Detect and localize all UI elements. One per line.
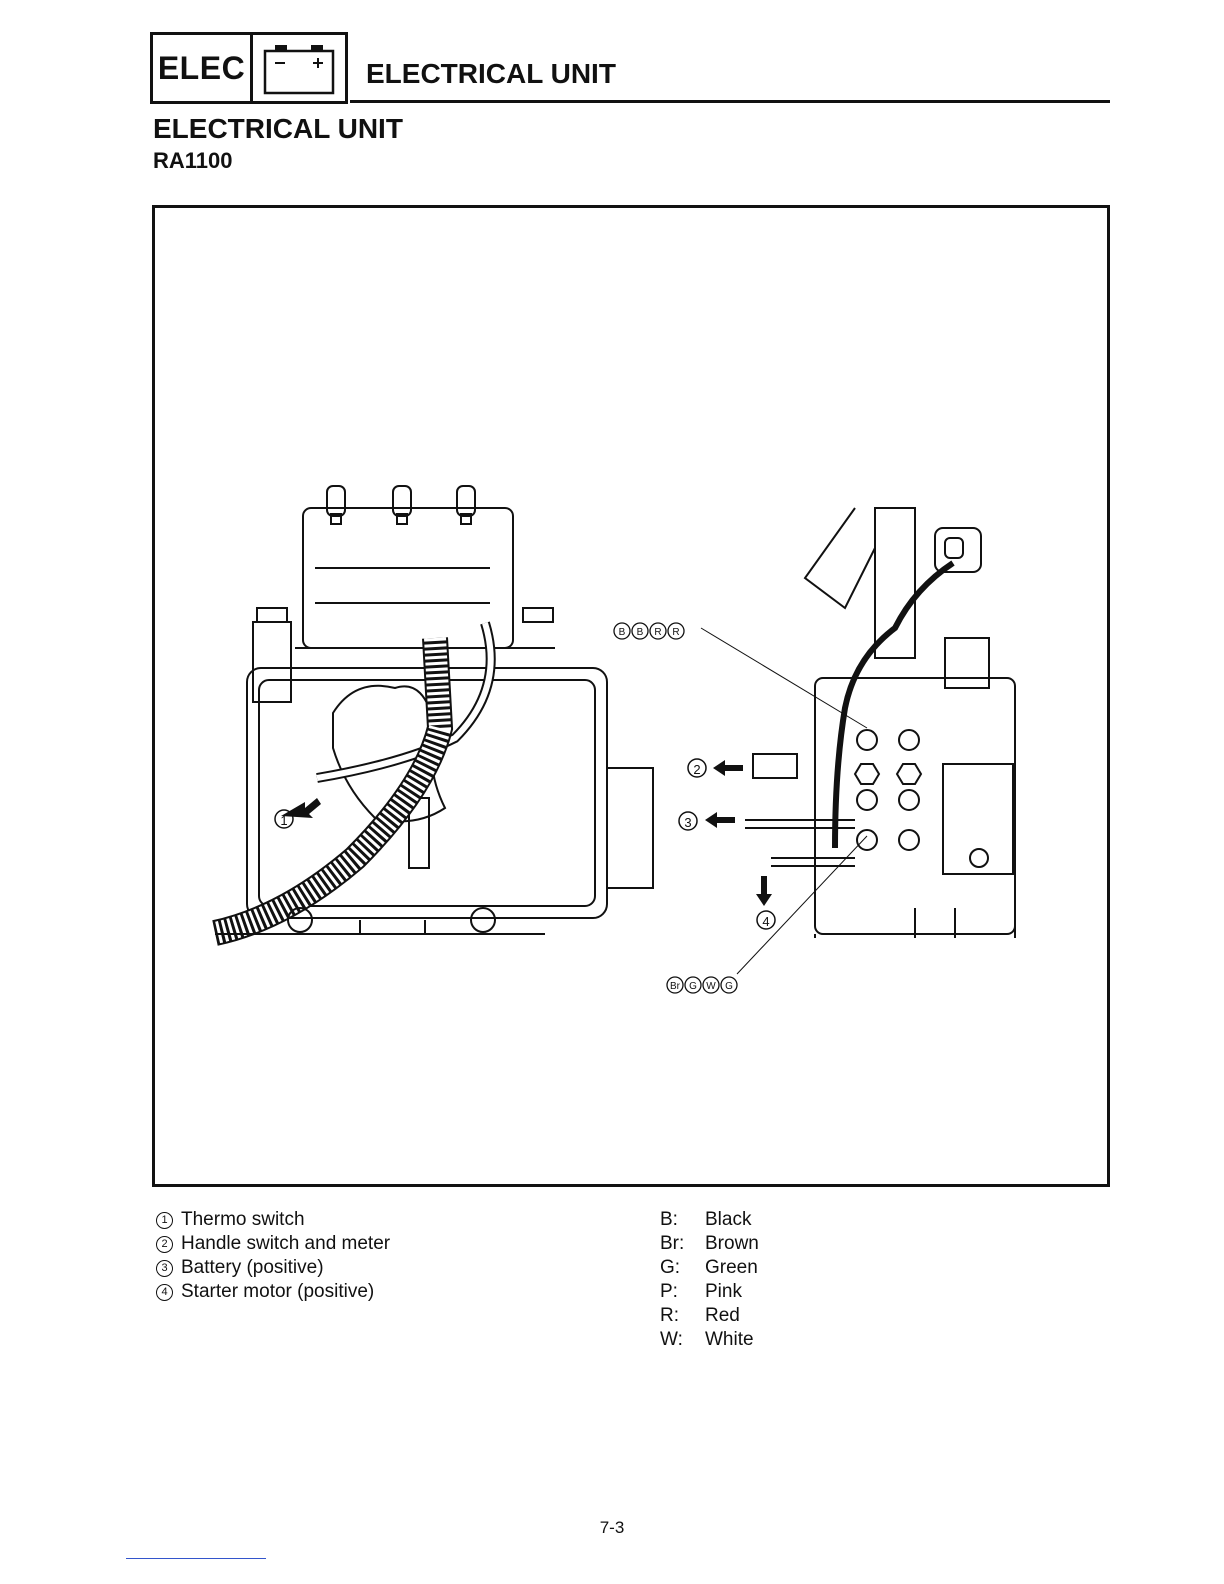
battery-icon — [253, 35, 345, 101]
color-code: B: — [660, 1208, 705, 1232]
footer-line — [126, 1558, 266, 1559]
arrow-icon — [281, 760, 772, 906]
svg-text:R: R — [672, 627, 679, 638]
svg-text:W: W — [706, 981, 716, 992]
color-name: Black — [705, 1208, 751, 1232]
svg-text:4: 4 — [762, 914, 769, 929]
coil-terminal — [457, 486, 475, 524]
model-name: RA1100 — [153, 148, 233, 174]
svg-text:G: G — [725, 981, 733, 992]
color-code: Br: — [660, 1232, 705, 1256]
callout-3: 3 — [679, 812, 697, 830]
color-code-row: R:Red — [660, 1304, 759, 1328]
color-code: G: — [660, 1256, 705, 1280]
color-code-row: W:White — [660, 1328, 759, 1352]
color-code-row: G:Green — [660, 1256, 759, 1280]
section-title: ELECTRICAL UNIT — [366, 58, 616, 90]
color-name: Pink — [705, 1280, 742, 1304]
svg-text:1: 1 — [280, 813, 287, 828]
legend-text: Handle switch and meter — [181, 1232, 390, 1256]
legend-number: 2 — [156, 1236, 173, 1253]
svg-text:Br: Br — [670, 981, 681, 992]
coil-terminal — [327, 486, 345, 524]
color-name: Green — [705, 1256, 758, 1280]
legend-item: 2 Handle switch and meter — [156, 1232, 390, 1256]
page-number: 7-3 — [0, 1518, 1224, 1538]
parts-legend: 1 Thermo switch 2 Handle switch and mete… — [156, 1208, 390, 1304]
svg-text:B: B — [619, 627, 626, 638]
legend-item: 3 Battery (positive) — [156, 1256, 390, 1280]
svg-text:3: 3 — [684, 815, 691, 830]
wire-tag-top: B B R R — [614, 623, 684, 639]
legend-text: Battery (positive) — [181, 1256, 324, 1280]
color-code: P: — [660, 1280, 705, 1304]
color-name: White — [705, 1328, 754, 1352]
section-tab-label: ELEC — [153, 35, 253, 101]
legend-number: 4 — [156, 1284, 173, 1301]
color-name: Red — [705, 1304, 740, 1328]
electrical-unit-figure: 1 2 3 4 B B R R Br G W G — [152, 205, 1110, 1187]
coil-terminal — [393, 486, 411, 524]
color-name: Brown — [705, 1232, 759, 1256]
svg-text:B: B — [637, 627, 644, 638]
electrical-unit-drawing: 1 2 3 4 B B R R Br G W G — [155, 208, 1107, 1184]
svg-text:2: 2 — [693, 762, 700, 777]
svg-text:R: R — [654, 627, 661, 638]
legend-text: Thermo switch — [181, 1208, 305, 1232]
legend-item: 1 Thermo switch — [156, 1208, 390, 1232]
legend-number: 3 — [156, 1260, 173, 1277]
color-code: R: — [660, 1304, 705, 1328]
color-code-row: B:Black — [660, 1208, 759, 1232]
color-code-row: Br:Brown — [660, 1232, 759, 1256]
wire-color-legend: B:Black Br:Brown G:Green P:Pink R:Red W:… — [660, 1208, 759, 1352]
callout-4: 4 — [757, 911, 775, 929]
wire-tag-bottom: Br G W G — [667, 977, 737, 993]
legend-item: 4 Starter motor (positive) — [156, 1280, 390, 1304]
color-code-row: P:Pink — [660, 1280, 759, 1304]
callout-2: 2 — [688, 759, 706, 777]
header-rule — [350, 100, 1110, 103]
svg-text:G: G — [689, 981, 697, 992]
color-code: W: — [660, 1328, 705, 1352]
legend-number: 1 — [156, 1212, 173, 1229]
section-tab: ELEC — [150, 32, 348, 104]
page-title: ELECTRICAL UNIT — [153, 113, 403, 145]
callout-1: 1 — [275, 810, 293, 828]
legend-text: Starter motor (positive) — [181, 1280, 374, 1304]
